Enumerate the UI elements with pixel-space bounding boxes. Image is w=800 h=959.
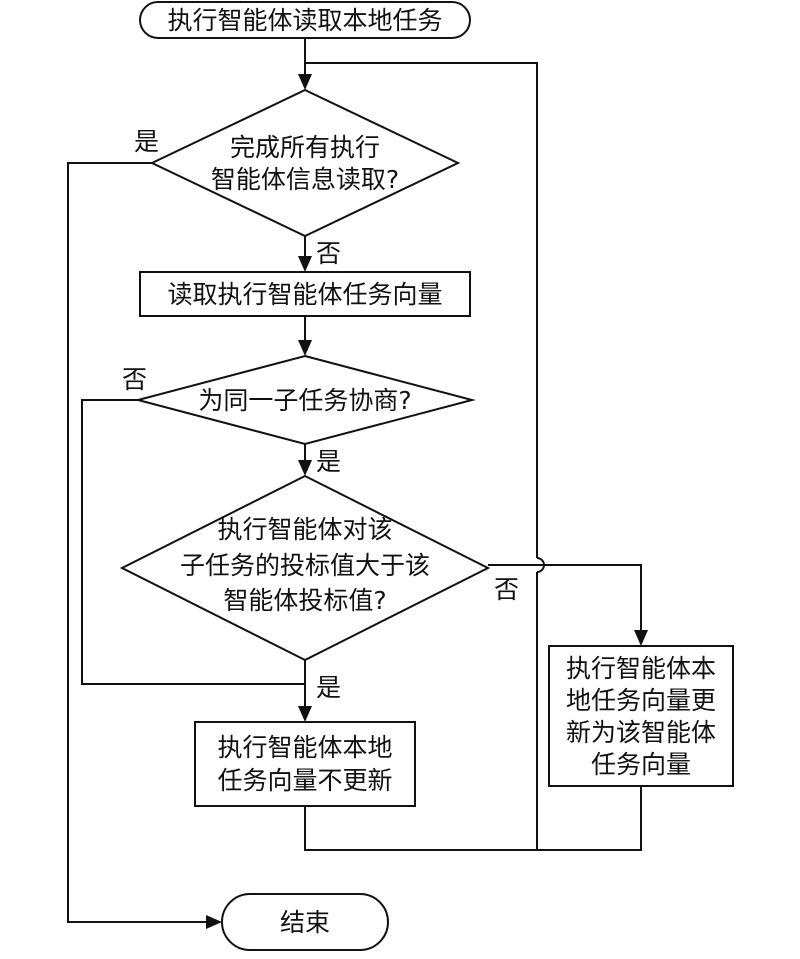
edge-update-to-loop [537,786,642,851]
label-same-no: 否 [122,365,147,394]
decision-all-read: 完成所有执行 智能体信息读取? [149,88,461,238]
bid-compare-line-2: 子任务的投标值大于该 [180,551,430,580]
process-update: 执行智能体本 地任务向量更 新为该智能体 任务向量 [548,645,734,787]
decision-diamond [149,88,461,238]
edge-same-no [81,399,305,685]
label-same-yes: 是 [316,447,341,476]
edge-check-yes-to-end [67,162,214,923]
edge-loop-back-lower [304,572,538,851]
label-bid-no: 否 [494,575,519,604]
update-line-4: 任务向量 [591,750,691,779]
update-line-3: 新为该智能体 [566,718,716,747]
arrowhead [298,256,312,272]
arrowhead [634,630,648,646]
label-all-read-no: 否 [316,239,341,268]
decision-diamond [119,474,491,662]
decision-all-read-line-1: 完成所有执行 [230,133,380,162]
start-node: 执行智能体读取本地任务 [139,1,471,39]
decision-same-subtask: 为同一子任务协商? [134,354,476,446]
process-no-update: 执行智能体本地 任务向量不更新 [194,721,416,807]
process-box [548,645,734,787]
end-node: 结束 [221,893,389,951]
no-update-line-1: 执行智能体本地 [217,733,392,762]
arrowhead [298,706,312,722]
decision-diamond [134,354,476,446]
decision-bid-compare: 执行智能体对该 子任务的投标值大于该 智能体投标值? [119,474,491,662]
same-subtask-label: 为同一子任务协商? [198,386,411,415]
bid-compare-line-3: 智能体投标值? [223,586,386,615]
no-update-line-2: 任务向量不更新 [217,766,392,795]
arrowhead [298,340,312,356]
label-all-read-yes: 是 [134,127,159,156]
arrowhead [298,460,312,476]
process-read-vector: 读取执行智能体任务向量 [139,271,471,317]
start-label: 执行智能体读取本地任务 [167,6,442,35]
label-bid-yes: 是 [316,673,341,702]
edge-bid-no-to-update [488,564,642,638]
edge-labels: 是 否 否 是 否 是 [122,127,519,702]
edges [67,38,648,929]
read-vector-label: 读取执行智能体任务向量 [167,280,442,309]
update-line-2: 地任务向量更 [566,686,716,715]
end-label: 结束 [280,908,330,937]
arrowhead [206,915,222,929]
bid-compare-line-1: 执行智能体对该 [217,515,392,544]
process-box [139,271,471,317]
arrowhead [298,74,312,90]
process-box [194,721,416,807]
edge-loop-back [305,62,538,558]
start-terminator [139,1,471,39]
end-terminator [221,893,389,951]
decision-all-read-line-2: 智能体信息读取? [211,165,399,194]
update-line-1: 执行智能体本 [566,654,716,683]
